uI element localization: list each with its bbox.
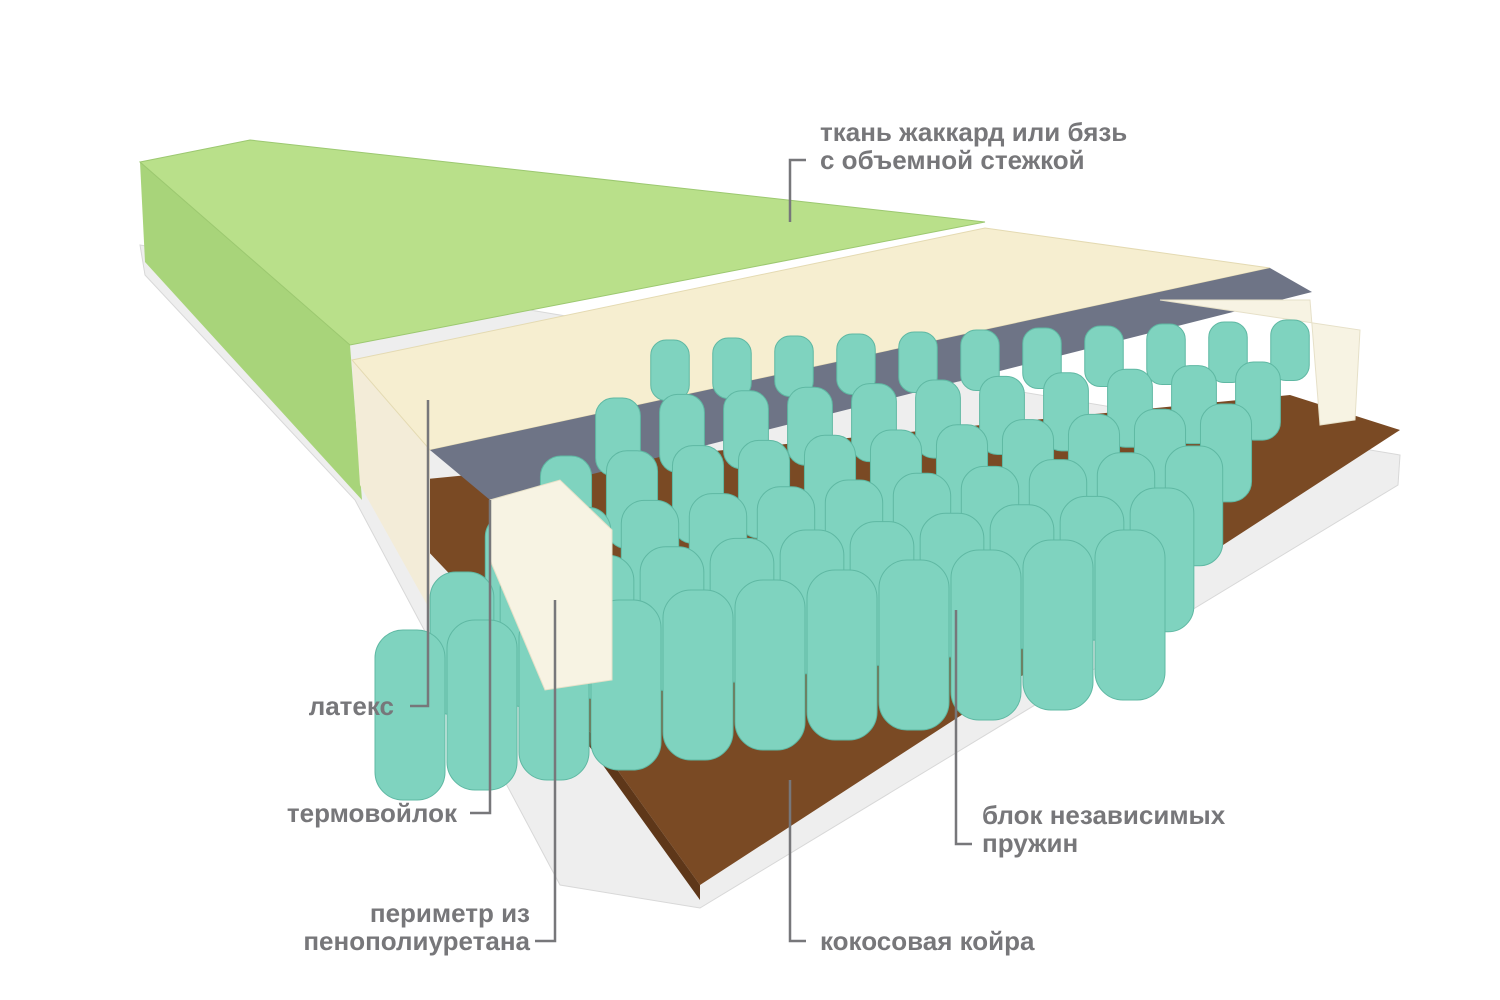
spring-coil xyxy=(878,559,950,731)
spring-coil xyxy=(734,579,806,751)
spring-coil xyxy=(1146,323,1186,385)
label-cover-line1: ткань жаккард или бязь xyxy=(820,117,1128,147)
cover-top xyxy=(138,139,986,346)
label-coir: кокосовая койра xyxy=(820,926,1035,956)
spring-coil xyxy=(1208,321,1248,383)
spring-coil xyxy=(712,337,752,399)
spring-coil xyxy=(1022,539,1094,711)
spring-coil xyxy=(446,619,518,791)
label-springs: блок независимых пружин xyxy=(982,801,1225,857)
label-latex: латекс xyxy=(308,691,394,721)
label-perimeter-line2: пенополиуретана xyxy=(303,926,530,956)
label-springs-line1: блок независимых xyxy=(982,800,1226,830)
spring-coil xyxy=(1270,319,1310,381)
label-cover: ткань жаккард или бязь с объемной стежко… xyxy=(820,118,1127,174)
spring-coil xyxy=(1022,327,1062,389)
spring-coil xyxy=(806,569,878,741)
spring-coil xyxy=(662,589,734,761)
label-springs-line2: пружин xyxy=(982,828,1079,858)
spring-block xyxy=(374,319,1310,801)
spring-coil xyxy=(1094,529,1166,701)
latex-side xyxy=(352,360,430,610)
spring-coil xyxy=(650,339,690,401)
spring-coil xyxy=(950,549,1022,721)
spring-coil xyxy=(1084,325,1124,387)
label-perimeter-line1: периметр из xyxy=(369,898,530,928)
label-cover-line2: с объемной стежкой xyxy=(820,145,1085,175)
label-felt: термовойлок xyxy=(286,798,457,828)
cover-side xyxy=(140,162,362,500)
foam-back xyxy=(1159,299,1361,426)
label-perimeter: периметр из пенополиуретана xyxy=(303,899,530,955)
leader-lines xyxy=(410,158,972,943)
